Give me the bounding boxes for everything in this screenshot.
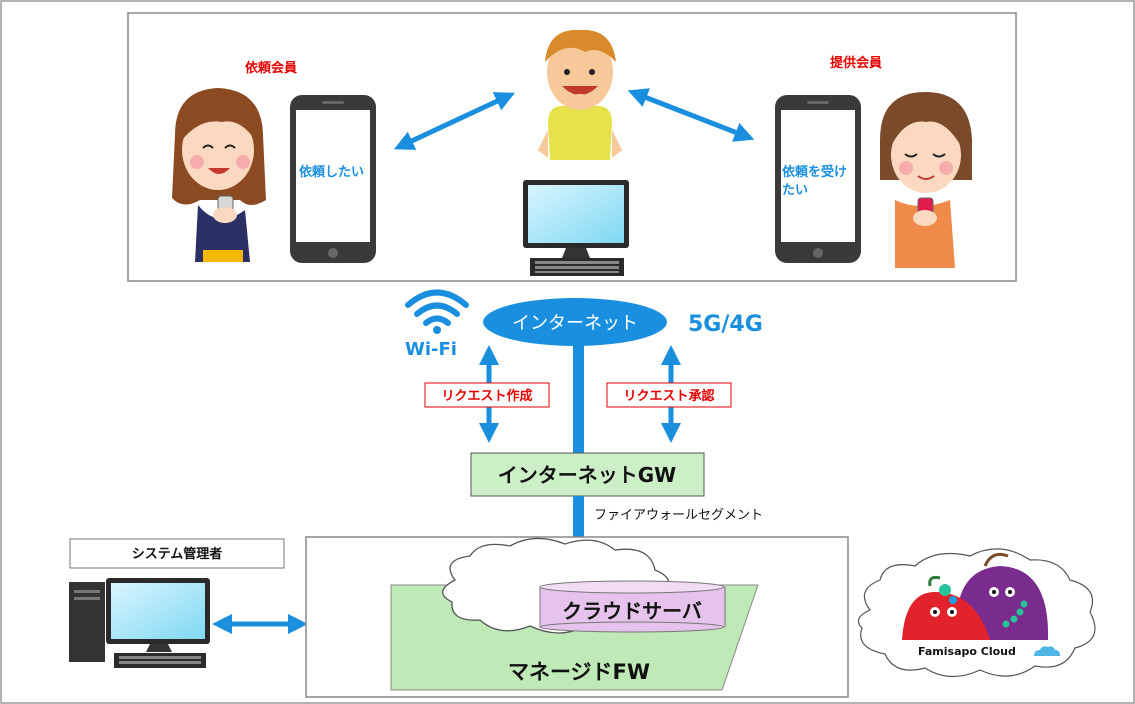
famisapo-cloud-text: Famisapo Cloud <box>918 645 1016 658</box>
provider-member-label: 提供会員 <box>830 55 882 71</box>
gateway-to-cloud-line <box>573 496 584 538</box>
managed-fw-label: マネージドFW <box>508 660 650 684</box>
provider-phone-text-line1: 依頼を受け <box>782 164 847 180</box>
wifi-label: Wi-Fi <box>405 339 457 360</box>
firewall-segment-label: ファイアウォールセグメント <box>594 508 763 523</box>
system-admin-label: システム管理者 <box>132 546 223 562</box>
internet-to-gateway-line <box>573 345 584 453</box>
center-desktop-monitor <box>523 180 629 276</box>
provider-smartphone: 依頼を受け たい <box>775 95 861 263</box>
internet-label: インターネット <box>512 313 638 334</box>
admin-workstation <box>69 578 210 668</box>
requester-phone-text: 依頼したい <box>299 164 364 180</box>
cloud-server-label: クラウドサーバ <box>562 599 702 623</box>
requester-member-label: 依頼会員 <box>245 60 297 76</box>
request-create-label: リクエスト作成 <box>441 388 532 404</box>
request-approve-label: リクエスト承認 <box>623 388 714 404</box>
internet-gateway-label: インターネットGW <box>498 463 676 487</box>
provider-phone-text-line2: たい <box>782 183 808 198</box>
mobile-network-label: 5G/4G <box>688 312 763 337</box>
requester-smartphone: 依頼したい <box>290 95 376 263</box>
